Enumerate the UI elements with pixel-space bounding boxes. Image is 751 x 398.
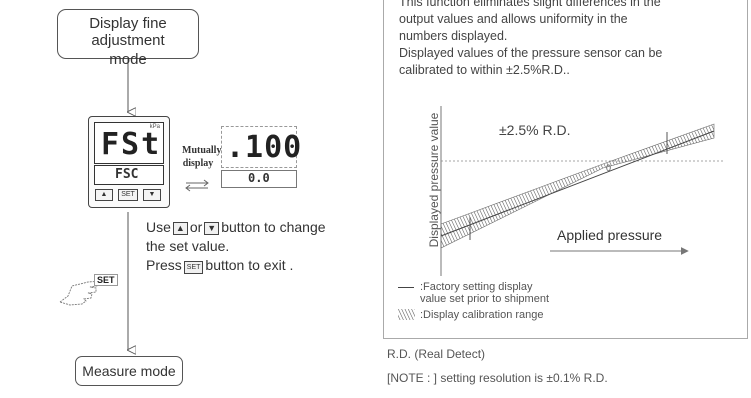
alt-sub-display-window: 0.0 [221, 170, 297, 188]
mutually-line1: Mutually [182, 145, 222, 156]
factory-setting-line [440, 130, 715, 237]
sub-display-window: FSC [94, 165, 164, 185]
origin-label: 0 [606, 163, 612, 173]
legend-line-entry: :Factory setting display value set prior… [396, 281, 696, 305]
alt-main-display-window: .100 [221, 126, 301, 168]
main-display-value: FSt [101, 127, 162, 162]
set-key-icon: SET [183, 261, 204, 274]
up-arrow-icon: ▲ [172, 222, 188, 235]
legend-line-text1: :Factory setting display [420, 281, 533, 293]
legend-line-text2: value set prior to shipment [420, 293, 550, 305]
hand-set-label: SET [94, 274, 118, 286]
start-mode-line1: Display fine adjustment [89, 15, 167, 49]
legend-line-icon [398, 287, 414, 288]
instruction-change: button to change [221, 219, 326, 235]
up-key[interactable]: ▲ [95, 189, 113, 201]
measure-mode-label: Measure mode [82, 363, 176, 379]
main-display-window: kPa FSt [94, 122, 164, 164]
device-unit: kPa FSt FSC ▲ SET ▼ [88, 116, 170, 208]
description-panel: This function eliminates slight differen… [383, 0, 748, 339]
instruction-use: Use [146, 219, 171, 235]
instruction-or: or [189, 219, 203, 235]
instruction-press: Press [146, 257, 182, 273]
calibration-band [440, 123, 715, 249]
flow-connector [0, 58, 209, 398]
desc-line1: This function eliminates slight differen… [399, 0, 661, 9]
rd-note: R.D. (Real Detect) [387, 347, 486, 361]
sub-display-value: FSC [115, 167, 139, 182]
start-mode-box: Display fine adjustment mode [57, 9, 199, 68]
description-text: This function eliminates slight differen… [399, 0, 744, 79]
set-key[interactable]: SET [118, 189, 138, 201]
instruction-line1: Use▲or▼button to change [146, 218, 386, 237]
mutual-arrow-left [185, 184, 208, 192]
instructions: Use▲or▼button to change the set value. P… [146, 218, 386, 275]
start-mode-line2: mode [109, 51, 147, 68]
measure-mode-box: Measure mode [75, 356, 183, 386]
alt-sub-display-value: 0.0 [248, 171, 270, 185]
graph-ylabel: Displayed pressure value [427, 112, 441, 248]
legend: :Factory setting display value set prior… [396, 281, 696, 321]
mutual-arrow-right [186, 179, 209, 187]
alt-display: .100 0.0 [221, 126, 301, 192]
graph-xlabel: Applied pressure [557, 227, 663, 243]
desc-line3: numbers displayed. [399, 29, 508, 43]
desc-line2: output values and allows uniformity in t… [399, 12, 628, 26]
resolution-note: [NOTE : ] setting resolution is ±0.1% R.… [387, 371, 608, 385]
desc-line4: Displayed values of the pressure sensor … [399, 46, 663, 60]
hand-press-icon: SET [58, 272, 120, 308]
mutually-label: Mutually display [182, 144, 222, 170]
calibration-graph [440, 106, 724, 276]
legend-band-entry: :Display calibration range [396, 309, 696, 321]
unit-label: kPa [149, 124, 160, 130]
band-label: ±2.5% R.D. [499, 122, 571, 138]
desc-line5: calibrated to within ±2.5%R.D.. [399, 63, 570, 77]
legend-band-text: :Display calibration range [420, 309, 544, 321]
instruction-line2: the set value. [146, 238, 230, 254]
hand-icon [59, 280, 103, 306]
down-arrow-icon: ▼ [204, 222, 220, 235]
legend-band-icon [398, 309, 415, 320]
down-key[interactable]: ▼ [143, 189, 161, 201]
mutually-line2: display [182, 158, 214, 169]
instruction-exit: button to exit . [205, 257, 294, 273]
alt-main-display-value: .100 [226, 130, 303, 165]
